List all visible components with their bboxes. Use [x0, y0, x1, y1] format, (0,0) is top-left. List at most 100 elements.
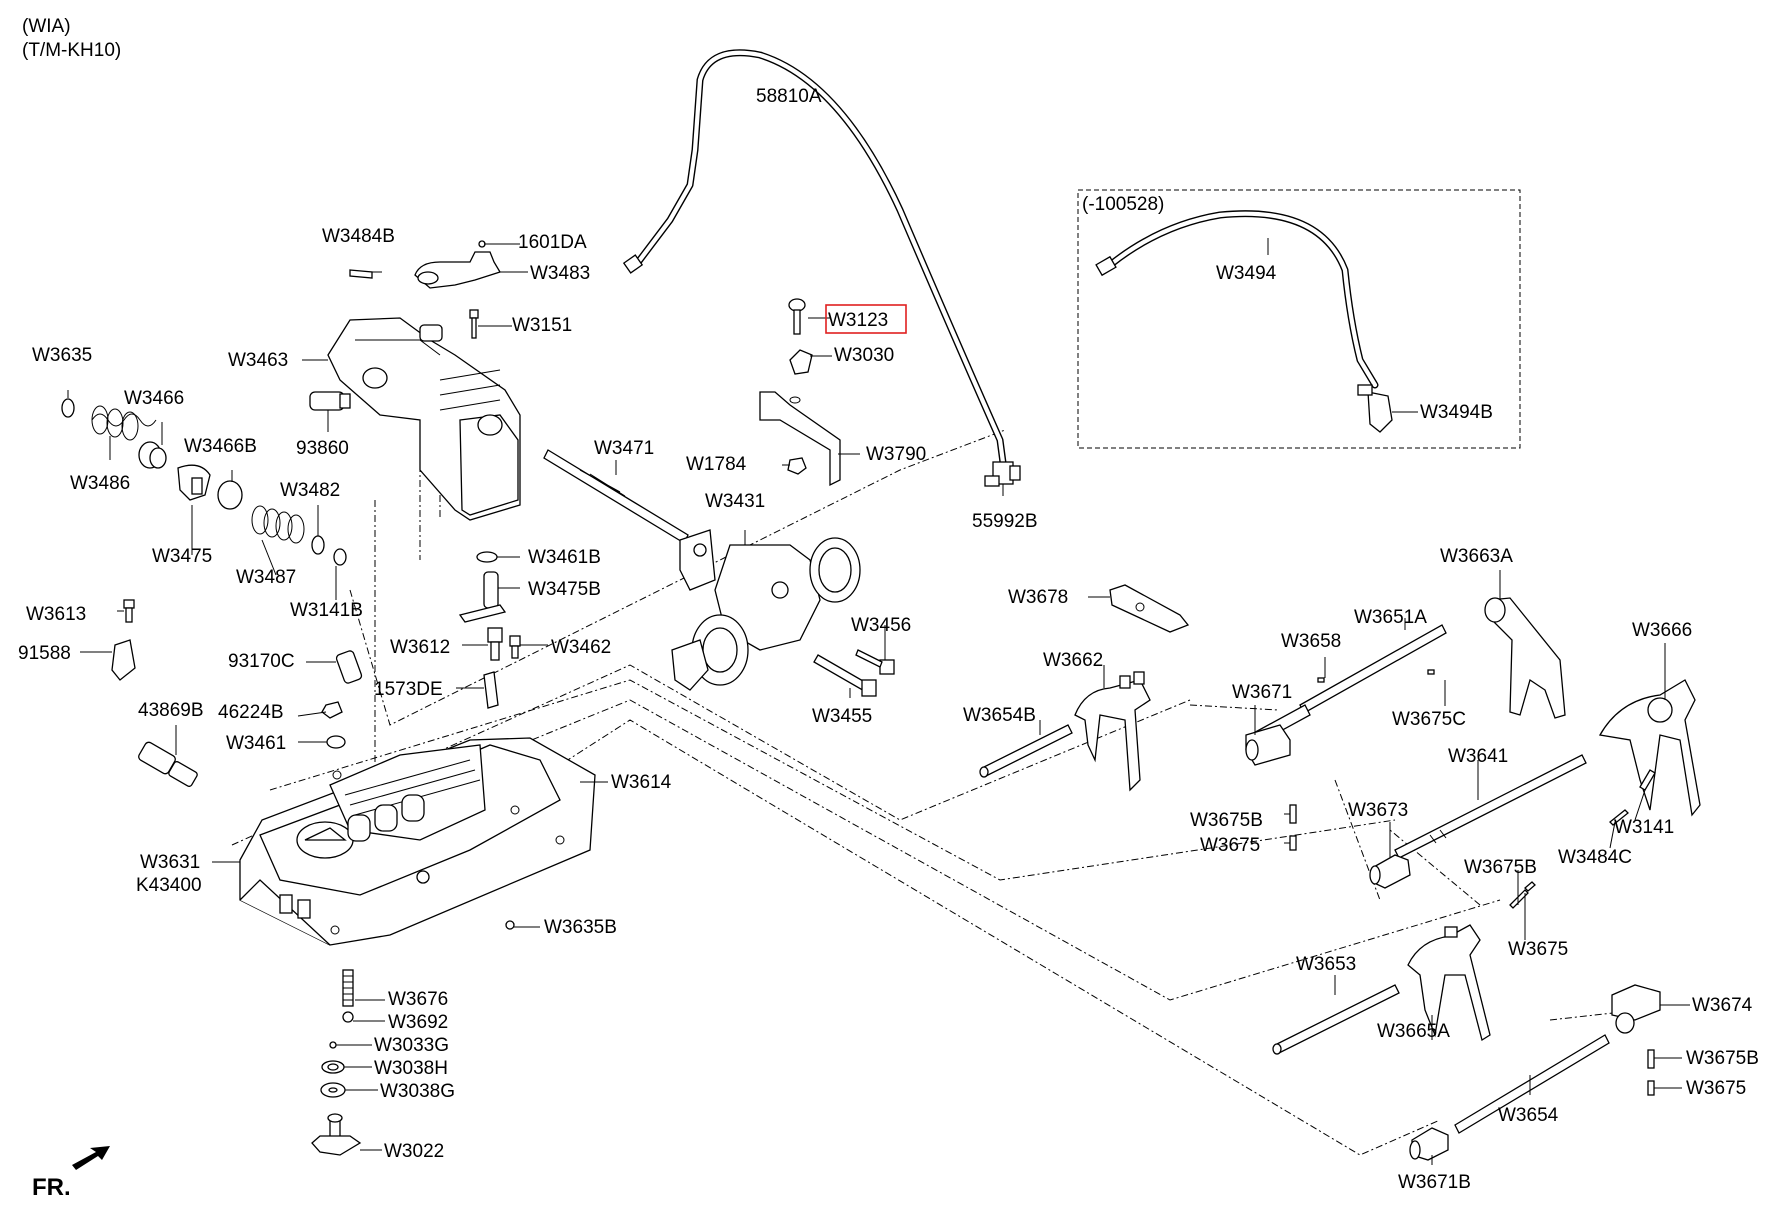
label-1573de[interactable]: 1573DE [374, 679, 443, 700]
label-w3475b[interactable]: W3475B [528, 579, 601, 600]
label-w3651a[interactable]: W3651A [1354, 607, 1427, 628]
label-variant-range: (-100528) [1082, 194, 1164, 215]
label-w3030[interactable]: W3030 [834, 345, 894, 366]
label-93170c[interactable]: 93170C [228, 651, 295, 672]
label-w3678[interactable]: W3678 [1008, 587, 1068, 608]
label-w3466b[interactable]: W3466B [184, 436, 257, 457]
spring-w3676 [342, 969, 354, 1007]
label-w3663a[interactable]: W3663A [1440, 546, 1513, 567]
label-w3484c[interactable]: W3484C [1558, 847, 1632, 868]
label-w3612[interactable]: W3612 [390, 637, 450, 658]
bolt-w3151 [469, 309, 479, 339]
label-w3494[interactable]: W3494 [1216, 263, 1277, 284]
ring-w3033g [329, 1041, 337, 1049]
label-w3455[interactable]: W3455 [812, 706, 872, 727]
label-w3671b[interactable]: W3671B [1398, 1172, 1471, 1193]
label-w3654[interactable]: W3654 [1498, 1105, 1559, 1126]
label-w3662[interactable]: W3662 [1043, 650, 1103, 671]
label-w3487[interactable]: W3487 [236, 567, 296, 588]
fitting-w3494b [1357, 384, 1393, 433]
label-93860[interactable]: 93860 [296, 438, 349, 459]
part-labels: 58810A 1601DA W3484B W3483 W3151 W3123 W… [18, 86, 1759, 1193]
bracket-w3483 [414, 240, 501, 289]
label-w3675-c[interactable]: W3675 [1686, 1078, 1746, 1099]
label-w3674[interactable]: W3674 [1692, 995, 1753, 1016]
label-w3461b[interactable]: W3461B [528, 547, 601, 568]
label-w3675b-a[interactable]: W3675B [1190, 810, 1263, 831]
label-w3022[interactable]: W3022 [384, 1141, 444, 1162]
label-w3675b-c[interactable]: W3675B [1686, 1048, 1759, 1069]
highlight-box-w3123 [825, 304, 907, 334]
label-w3141b[interactable]: W3141B [290, 600, 363, 621]
label-w3466[interactable]: W3466 [124, 388, 184, 409]
label-w3673[interactable]: W3673 [1348, 800, 1408, 821]
nut-w1784 [787, 457, 807, 475]
fork-w3662 [1074, 671, 1151, 792]
label-w3431[interactable]: W3431 [705, 491, 765, 512]
label-w3666[interactable]: W3666 [1632, 620, 1692, 641]
label-w3671[interactable]: W3671 [1232, 682, 1292, 703]
block-w3671b [1409, 1127, 1449, 1161]
label-w3471[interactable]: W3471 [594, 438, 654, 459]
label-w3123[interactable]: W3123 [828, 310, 888, 331]
label-w3665a[interactable]: W3665A [1377, 1021, 1450, 1042]
label-w3475[interactable]: W3475 [152, 546, 212, 567]
label-46224b[interactable]: 46224B [218, 702, 284, 723]
block-w3671 [1245, 724, 1291, 766]
variant-box [1077, 189, 1521, 449]
label-w3654b[interactable]: W3654B [963, 705, 1036, 726]
label-w3484b[interactable]: W3484B [322, 226, 395, 247]
pin-w3675c [1427, 669, 1435, 675]
label-w3151[interactable]: W3151 [512, 315, 572, 336]
nut-46224b [321, 701, 343, 719]
label-k43400[interactable]: K43400 [136, 875, 202, 896]
label-w3641[interactable]: W3641 [1448, 746, 1508, 767]
label-w3483[interactable]: W3483 [530, 263, 590, 284]
label-w3456[interactable]: W3456 [851, 615, 911, 636]
transmission-case-w3631 [239, 737, 596, 946]
label-w3141[interactable]: W3141 [1614, 817, 1674, 838]
label-w1784[interactable]: W1784 [686, 454, 747, 475]
label-w3613[interactable]: W3613 [26, 604, 86, 625]
fork-w3665a [1407, 924, 1491, 1042]
label-w3675b-b[interactable]: W3675B [1464, 857, 1537, 878]
block-w3674 [1611, 984, 1661, 1034]
label-w3676[interactable]: W3676 [388, 989, 448, 1010]
label-w3038g[interactable]: W3038G [380, 1081, 455, 1102]
label-w3463[interactable]: W3463 [228, 350, 288, 371]
label-w3790[interactable]: W3790 [866, 444, 926, 465]
fork-w3678 [1109, 584, 1190, 633]
label-w3658[interactable]: W3658 [1281, 631, 1341, 652]
leader-lines [67, 238, 1690, 1165]
label-w3675-b[interactable]: W3675 [1508, 939, 1568, 960]
label-w3653[interactable]: W3653 [1296, 954, 1356, 975]
label-58810a[interactable]: 58810A [756, 86, 822, 107]
label-w3038h[interactable]: W3038H [374, 1058, 448, 1079]
label-w3675c[interactable]: W3675C [1392, 709, 1466, 730]
label-w3692[interactable]: W3692 [388, 1012, 448, 1033]
label-55992b[interactable]: 55992B [972, 511, 1038, 532]
label-w3635[interactable]: W3635 [32, 345, 92, 366]
pin-w3675b-c [1647, 1049, 1655, 1069]
label-w3461[interactable]: W3461 [226, 733, 286, 754]
label-43869b[interactable]: 43869B [138, 700, 204, 721]
ring-w3141b [333, 548, 347, 566]
label-w3462[interactable]: W3462 [551, 637, 611, 658]
label-w3614[interactable]: W3614 [611, 772, 672, 793]
fitting-55992b [984, 461, 1021, 487]
label-1601da[interactable]: 1601DA [518, 232, 587, 253]
label-w3635b[interactable]: W3635B [544, 917, 617, 938]
pin-w3675-c [1647, 1080, 1655, 1096]
label-w3494b[interactable]: W3494B [1420, 402, 1493, 423]
lever-w3475 [177, 464, 211, 501]
pipe-w3494 [1095, 210, 1379, 389]
label-w3482[interactable]: W3482 [280, 480, 340, 501]
label-w3033g[interactable]: W3033G [374, 1035, 449, 1056]
label-w3486[interactable]: W3486 [70, 473, 130, 494]
fork-w3666 [1598, 679, 1701, 817]
label-91588[interactable]: 91588 [18, 643, 71, 664]
label-w3675-a[interactable]: W3675 [1200, 835, 1260, 856]
label-w3631[interactable]: W3631 [140, 852, 200, 873]
switch-43869b [138, 741, 198, 787]
